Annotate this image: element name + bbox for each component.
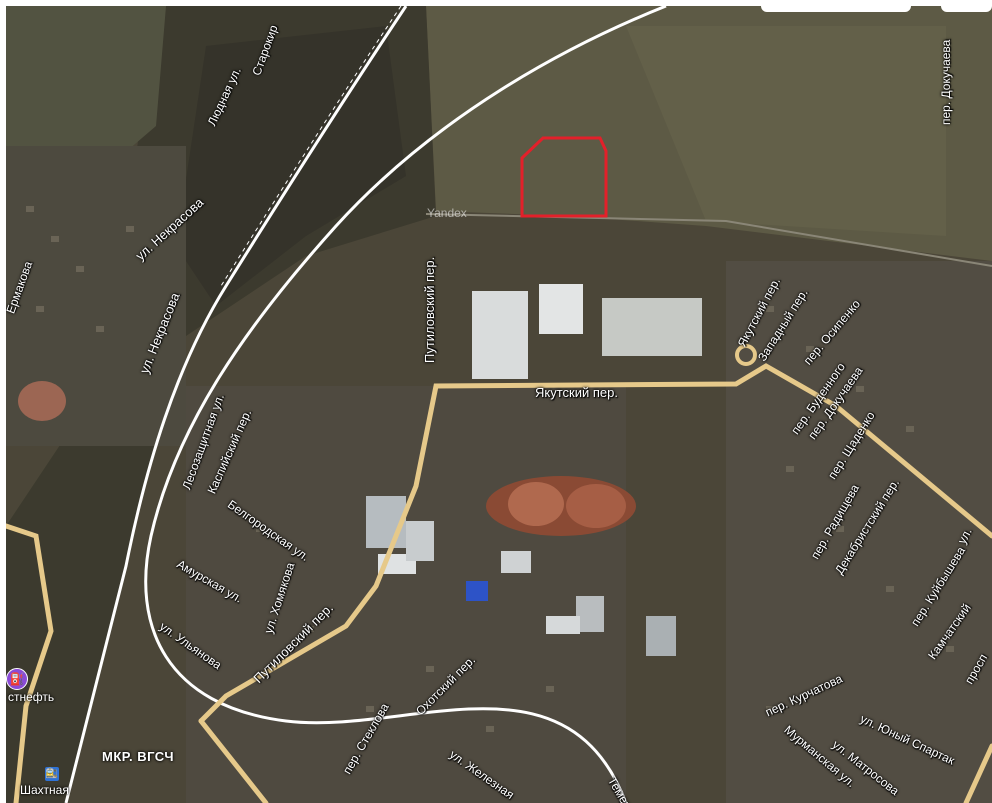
satellite-map[interactable]: Yandex Людная ул. Старокир Ермакова ул. … (6, 6, 992, 803)
street-label: пер. Докучаева (939, 39, 953, 125)
steppe-area-light (626, 26, 946, 236)
district-label: МКР. ВГСЧ (102, 749, 174, 764)
railways (64, 6, 667, 803)
train-station-icon[interactable]: 🚉 (45, 767, 59, 781)
street-label: Якутский пер. (535, 385, 618, 400)
map-control[interactable] (761, 6, 911, 12)
main-roads (6, 363, 992, 803)
spoil-heap (18, 381, 636, 536)
map-imagery (6, 6, 992, 803)
residential-east (726, 261, 992, 803)
house-dots (26, 206, 954, 732)
residential-south (186, 386, 626, 803)
industrial-buildings (366, 284, 702, 656)
station-label[interactable]: Шахтная (20, 783, 69, 797)
street-label: Путиловский пер. (422, 256, 437, 363)
map-control[interactable] (941, 6, 992, 12)
fuel-station-icon[interactable]: ⛽ (6, 668, 28, 690)
highlighted-parcel[interactable] (520, 136, 608, 218)
poi-label[interactable]: стнефть (8, 690, 55, 704)
roundabout (735, 344, 757, 366)
map-watermark: Yandex (427, 206, 467, 220)
